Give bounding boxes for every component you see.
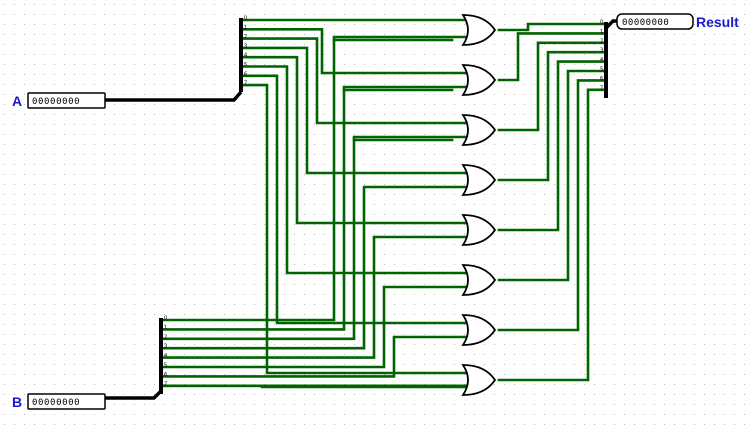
- splitter-a-bit-label: 7: [244, 81, 247, 87]
- or-gate-1[interactable]: [461, 64, 497, 96]
- splitter-result-bit-label: 7: [600, 85, 603, 91]
- wire-r5[interactable]: [497, 69, 605, 282]
- input-value-b: 00000000: [32, 398, 80, 408]
- splitter-result-bit-label: 1: [600, 29, 603, 35]
- splitter-result-bit-label: 2: [600, 38, 603, 44]
- or-gate-0[interactable]: [461, 14, 497, 46]
- splitter-result-bit-label: 5: [600, 67, 603, 73]
- bus-layer: [105, 19, 617, 400]
- splitter-layer: 0 1 2 3 4 5 6 7 0 1 2 3 4 5 6 7 0 1 2 3 4 5 6 7: [159, 16, 608, 394]
- splitter-a-bit-label: 5: [244, 62, 247, 68]
- splitter-result-bit-label: 0: [600, 20, 603, 26]
- wire-b2[interactable]: [162, 135, 469, 341]
- splitter-b-bit-label: 7: [164, 381, 167, 387]
- bus-result[interactable]: [604, 19, 617, 30]
- wire-r7[interactable]: [497, 88, 605, 382]
- output-pin-result[interactable]: 00000000 Result: [616, 13, 739, 30]
- wire-a2[interactable]: [242, 37, 469, 125]
- output-value-result: 00000000: [622, 18, 669, 28]
- wire-a5[interactable]: [242, 65, 469, 275]
- wire-a7[interactable]: [242, 83, 469, 375]
- input-label-b: B: [12, 394, 22, 410]
- wire-a6[interactable]: [242, 74, 469, 325]
- splitter-a-bit-label: 4: [244, 53, 247, 59]
- wire-r4[interactable]: [497, 60, 605, 232]
- input-pin-a[interactable]: A 00000000: [12, 92, 106, 109]
- splitter-b-bit-label: 6: [164, 372, 167, 378]
- splitter-b-bit-label: 3: [164, 344, 167, 350]
- or-gate-4[interactable]: [461, 214, 497, 246]
- wire-a4[interactable]: [242, 55, 469, 225]
- splitter-a-bit-label: 3: [244, 43, 247, 49]
- wire-r1[interactable]: [497, 32, 605, 82]
- splitter-b-bit-label: 1: [164, 325, 167, 331]
- wire-r2[interactable]: [497, 41, 605, 132]
- or-gate-3[interactable]: [461, 164, 497, 196]
- splitter-b-bit-label: 0: [164, 316, 167, 322]
- wire-b1[interactable]: [162, 85, 469, 331]
- or-gate-7[interactable]: [461, 364, 497, 396]
- or-gate-6[interactable]: [461, 314, 497, 346]
- gate-layer: [461, 14, 497, 396]
- wire-r0[interactable]: [497, 22, 605, 32]
- wire-b6[interactable]: [162, 335, 469, 378]
- wire-a1[interactable]: [242, 27, 469, 75]
- splitter-result-bit-label: 4: [600, 57, 603, 63]
- wire-b0[interactable]: [162, 35, 469, 322]
- splitter-b-bit-label: 4: [164, 353, 167, 359]
- output-label-result: Result: [696, 14, 739, 30]
- splitter-a-bit-label: 1: [244, 25, 247, 31]
- splitter-a-bit-label: 6: [244, 71, 247, 77]
- splitter-a-bit-label: 0: [244, 16, 247, 22]
- wire-b5[interactable]: [162, 285, 469, 369]
- wire-b4[interactable]: [162, 235, 469, 359]
- bus-b[interactable]: [105, 389, 163, 400]
- wire-r3[interactable]: [497, 50, 605, 182]
- or-gate-5[interactable]: [461, 264, 497, 296]
- wire-b3[interactable]: [162, 185, 469, 350]
- splitter-b-bit-label: 5: [164, 363, 167, 369]
- input-pin-b[interactable]: B 00000000: [12, 393, 106, 410]
- splitter-b-bit-label: 2: [164, 334, 167, 340]
- wire-layer: [162, 18, 605, 389]
- splitter-a-bit-label: 2: [244, 34, 247, 40]
- splitter-result-bit-label: 6: [600, 76, 603, 82]
- or-gate-2[interactable]: [461, 114, 497, 146]
- wire-r6[interactable]: [497, 79, 605, 332]
- input-value-a: 00000000: [32, 97, 80, 107]
- input-label-a: A: [12, 93, 22, 109]
- splitter-result-bit-label: 3: [600, 48, 603, 54]
- wire-a3[interactable]: [242, 46, 469, 175]
- bus-a[interactable]: [105, 90, 243, 102]
